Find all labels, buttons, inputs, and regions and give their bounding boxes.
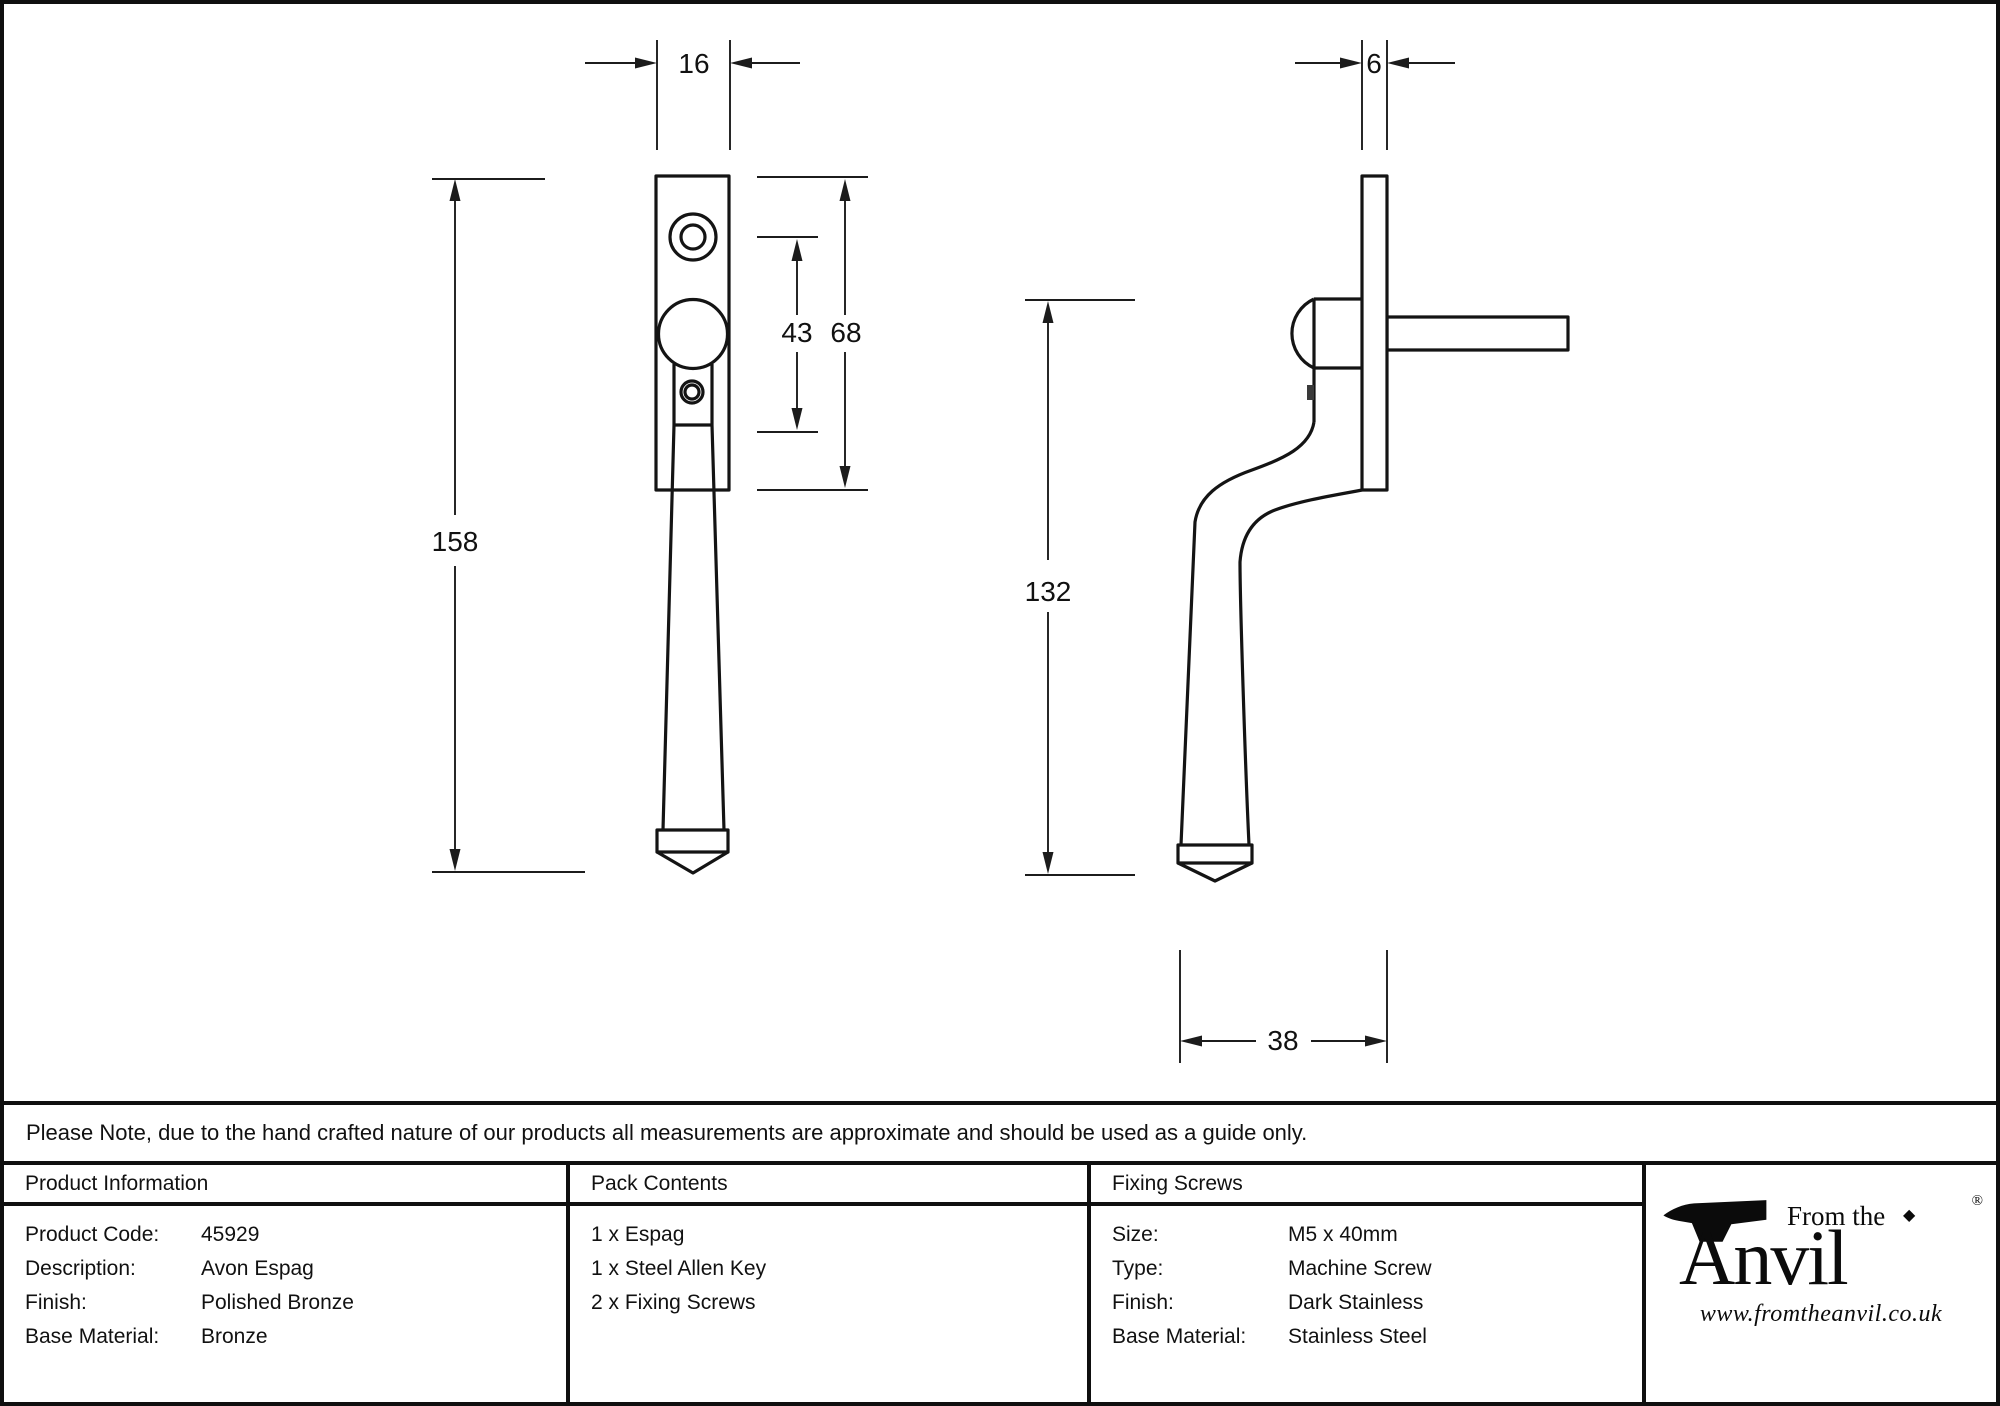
spindle-hole-inner	[679, 223, 707, 251]
table-row: Base Material: Bronze	[25, 1320, 566, 1354]
logo-brand-text: Anvil	[1679, 1214, 1849, 1301]
dim-label-68: 68	[830, 317, 861, 348]
logo-website: www.fromtheanvil.co.uk	[1699, 1301, 1943, 1327]
dim-handle-length: 132	[1025, 299, 1135, 876]
row-value: Machine Screw	[1288, 1257, 1432, 1280]
row-label: Product Code:	[25, 1223, 160, 1246]
product-information-column: Product Information Product Code: 45929 …	[4, 1165, 570, 1402]
anvil-icon	[1663, 1200, 1767, 1242]
row-label: Type:	[1112, 1257, 1164, 1280]
table-row: Size: M5 x 40mm	[1112, 1218, 1642, 1252]
measurement-note-text: Please Note, due to the hand crafted nat…	[26, 1120, 1308, 1145]
row-label: Base Material:	[25, 1325, 160, 1348]
row-value: Bronze	[201, 1325, 268, 1348]
fixing-screws-header: Fixing Screws	[1091, 1165, 1642, 1206]
handle-knob	[656, 297, 730, 371]
registered-trademark-icon: ®	[1971, 1193, 1983, 1209]
row-value: 45929	[201, 1223, 260, 1246]
dim-label-43: 43	[781, 317, 812, 348]
list-item: 1 x Steel Allen Key	[591, 1257, 767, 1280]
product-information-header: Product Information	[4, 1165, 566, 1206]
diamond-icon: ◆	[1903, 1207, 1916, 1224]
dim-spindle-offset: 43	[757, 236, 818, 433]
table-row: Finish: Polished Bronze	[25, 1286, 566, 1320]
knob-base	[1312, 297, 1362, 370]
front-view	[654, 174, 731, 875]
row-value: Polished Bronze	[201, 1291, 354, 1314]
table-row: Type: Machine Screw	[1112, 1252, 1642, 1286]
row-value: Avon Espag	[201, 1257, 314, 1280]
side-view	[1176, 174, 1570, 883]
spindle-hole	[668, 212, 718, 262]
dim-plate-width: 16	[585, 40, 800, 150]
row-label: Finish:	[1112, 1291, 1174, 1314]
handle-curve-right	[1238, 488, 1363, 846]
row-label: Finish:	[25, 1291, 87, 1314]
handle-curve-left	[1179, 421, 1316, 846]
fixing-screws-column: Fixing Screws Size: M5 x 40mm Type: Mach…	[1091, 1165, 1646, 1402]
dim-label-132: 132	[1025, 576, 1072, 607]
dim-label-38: 38	[1267, 1025, 1298, 1056]
logo-cell: Anvil From the ◆ ® www.fromtheanvil.co.u…	[1646, 1165, 1996, 1402]
row-label: Base Material:	[1112, 1325, 1247, 1348]
row-value: M5 x 40mm	[1288, 1223, 1398, 1246]
backplate-side	[1360, 174, 1389, 492]
handle-boss	[672, 364, 714, 427]
table-row: Product Code: 45929	[25, 1218, 566, 1252]
row-label: Description:	[25, 1257, 136, 1280]
grip-collar	[655, 828, 730, 854]
logo-tagline: From the	[1787, 1201, 1886, 1231]
spindle	[1385, 315, 1570, 352]
measurement-note: Please Note, due to the hand crafted nat…	[4, 1101, 1996, 1165]
row-value: Stainless Steel	[1288, 1325, 1427, 1348]
fixing-screw	[679, 379, 705, 405]
dim-label-158: 158	[432, 526, 479, 557]
grub-screw	[1307, 385, 1314, 400]
table-row: Base Material: Stainless Steel	[1112, 1320, 1642, 1354]
dim-label-6: 6	[1366, 48, 1382, 79]
dim-plate-height: 68	[757, 176, 868, 491]
from-the-anvil-logo: Anvil From the ◆ ® www.fromtheanvil.co.u…	[1663, 1193, 1983, 1328]
dim-plate-thickness: 6	[1295, 40, 1455, 150]
list-item: 1 x Espag	[591, 1223, 685, 1246]
fixing-screw-inner	[683, 383, 701, 401]
grip-tip-side	[1177, 861, 1253, 883]
grip-collar-side	[1176, 843, 1254, 865]
knob-dome	[1290, 297, 1315, 370]
row-value: Dark Stainless	[1288, 1291, 1424, 1314]
row-label: Size:	[1112, 1223, 1159, 1246]
dim-projection: 38	[1179, 950, 1388, 1063]
pack-contents-column: Pack Contents 1 x Espag 1 x Steel Allen …	[570, 1165, 1091, 1402]
list-item: 2 x Fixing Screws	[591, 1291, 756, 1314]
grip-tip	[656, 850, 729, 875]
table-row: Description: Avon Espag	[25, 1252, 566, 1286]
dim-overall-length: 158	[432, 178, 585, 873]
table-row: Finish: Dark Stainless	[1112, 1286, 1642, 1320]
dim-label-16: 16	[678, 48, 709, 79]
product-info-table: Product Information Product Code: 45929 …	[4, 1165, 1996, 1402]
pack-contents-header: Pack Contents	[570, 1165, 1087, 1206]
handle-grip	[661, 424, 726, 831]
